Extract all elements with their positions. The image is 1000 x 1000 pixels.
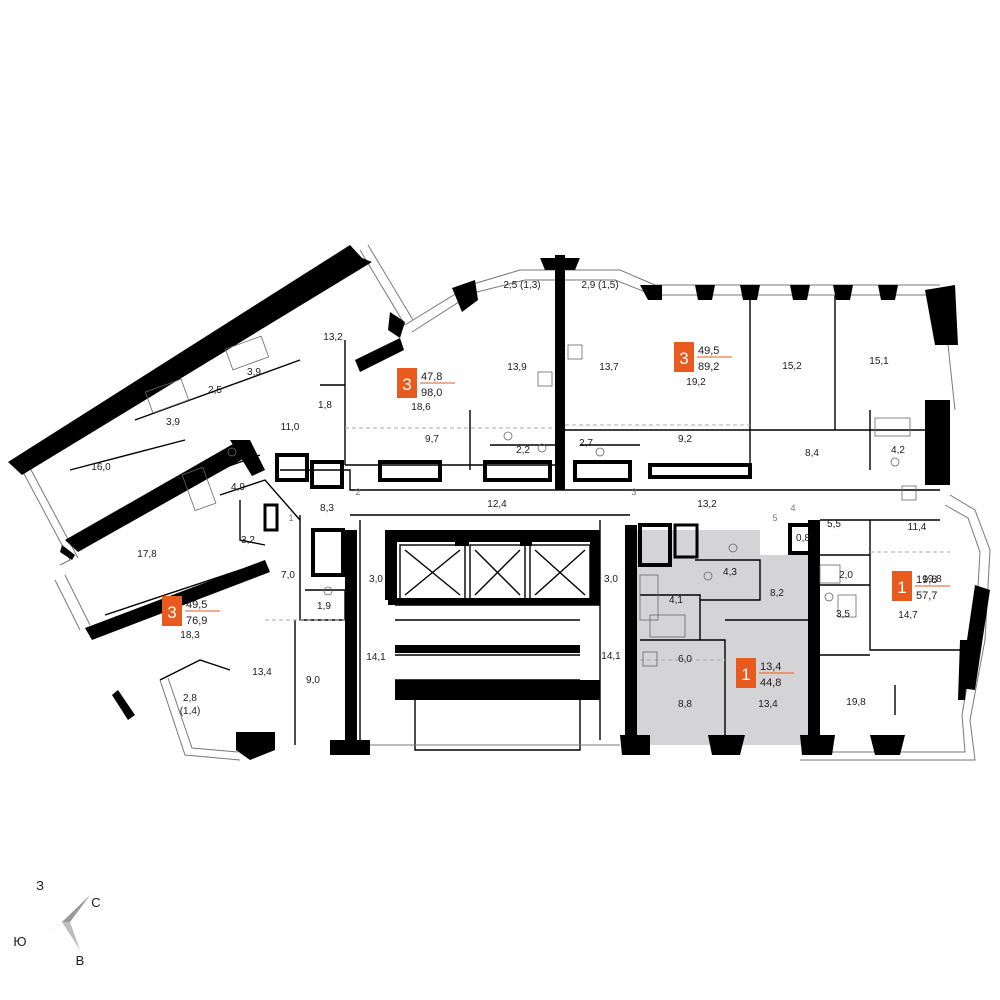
left-wing-wall-upper-right — [355, 338, 404, 372]
room-area: 13,4 — [758, 699, 778, 710]
compass-label-top: З — [36, 878, 44, 893]
room-area: 14,1 — [366, 652, 386, 663]
room-area: 16,0 — [91, 462, 111, 473]
highlighted-apartment-fill — [635, 530, 808, 745]
room-area: 4,2 — [891, 445, 905, 456]
room-area: 3,9 — [247, 367, 261, 378]
room-area: 3,0 — [369, 574, 383, 585]
apartment-badge-left[interactable]: 3 49,5 76,9 — [162, 596, 220, 627]
door-number: 5 — [772, 513, 777, 523]
room-area: 13,2 — [323, 332, 343, 343]
room-area: 11,0 — [281, 422, 300, 433]
room-area: 9,2 — [678, 434, 692, 445]
highlighted-apartment-shading — [635, 530, 808, 745]
compass: З С В Ю — [13, 878, 100, 968]
room-area: 13,9 — [507, 362, 527, 373]
room-count: 1 — [741, 665, 750, 684]
room-count-box — [892, 571, 912, 601]
room-area: 17,8 — [137, 549, 157, 560]
room-area: 2,0 — [839, 570, 853, 581]
room-area: 15,2 — [782, 361, 802, 372]
living-area: 13,4 — [760, 661, 781, 673]
room-area: 5,5 — [827, 519, 841, 530]
room-count: 3 — [679, 349, 688, 368]
door-numbers: 1 2 3 4 5 — [288, 487, 795, 523]
room-area: 0,8 — [796, 533, 810, 544]
room-area: 6,0 — [678, 654, 692, 665]
room-area: 4,3 — [723, 567, 737, 578]
room-count: 3 — [402, 375, 411, 394]
room-area: 1,8 — [318, 400, 332, 411]
room-count-box — [162, 596, 182, 626]
door-number: 2 — [355, 487, 360, 497]
room-count-box — [397, 368, 417, 398]
room-area: 2,7 — [579, 438, 593, 449]
room-count-box — [736, 658, 756, 688]
total-area: 98,0 — [421, 387, 442, 399]
compass-label-left: Ю — [13, 934, 26, 949]
room-area: 18,6 — [411, 402, 431, 413]
left-wing-mid-wall — [65, 440, 250, 552]
door-number: 3 — [631, 487, 636, 497]
right-corner-column — [925, 285, 958, 345]
left-wing-outer-wall — [8, 245, 372, 475]
room-area: 4,9 — [231, 482, 245, 493]
apartment-badge-top-right[interactable]: 3 49,5 89,2 — [674, 342, 732, 373]
room-area: 3,5 — [836, 609, 850, 620]
room-area: 7,0 — [281, 570, 295, 581]
compass-label-bottom: В — [76, 953, 85, 968]
structural-walls — [8, 245, 990, 760]
room-area: 1,9 — [317, 601, 331, 612]
living-area: 49,5 — [698, 345, 719, 357]
room-area: 13,7 — [599, 362, 619, 373]
total-area: 89,2 — [698, 361, 719, 373]
room-area: 2,5 — [208, 385, 222, 396]
apartment-badge-top-left[interactable]: 3 47,8 98,0 — [397, 368, 455, 399]
room-area: 14,1 — [601, 651, 621, 662]
living-area: 19,8 — [916, 574, 937, 586]
room-area: 8,4 — [805, 448, 819, 459]
room-area: 15,1 — [869, 356, 889, 367]
room-area: 2,5 (1,3) — [503, 280, 540, 291]
zone-dividers — [265, 424, 950, 661]
room-count: 1 — [897, 578, 906, 597]
door-number: 4 — [790, 503, 795, 513]
total-area: 57,7 — [916, 590, 937, 602]
room-count-box — [674, 342, 694, 372]
room-area: 4,1 — [669, 595, 683, 606]
room-area: 3,2 — [241, 535, 255, 546]
room-area: 2,2 — [516, 445, 530, 456]
total-area: 44,8 — [760, 677, 781, 689]
room-area: 3,9 — [166, 417, 180, 428]
room-area: 9,0 — [306, 675, 320, 686]
living-area: 49,5 — [186, 599, 207, 611]
room-area: 8,8 — [678, 699, 692, 710]
room-area: 14,7 — [898, 610, 918, 621]
room-area: 19,8 — [846, 697, 866, 708]
room-area: 9,7 — [425, 434, 439, 445]
room-area: 13,4 — [252, 667, 272, 678]
room-area: 2,8 — [183, 693, 197, 704]
door-number: 1 — [288, 513, 293, 523]
room-area: (1,4) — [180, 706, 201, 717]
compass-label-right: С — [91, 895, 100, 910]
sanitary-fixtures — [144, 335, 917, 667]
room-area: 19,2 — [686, 377, 706, 388]
room-area: 12,4 — [487, 499, 507, 510]
living-area: 47,8 — [421, 371, 442, 383]
room-area: 13,2 — [697, 499, 717, 510]
room-area: 11,4 — [908, 522, 927, 533]
room-area: 3,0 — [604, 574, 618, 585]
room-area: 2,9 (1,5) — [581, 280, 618, 291]
room-area: 19,8 — [922, 574, 942, 585]
total-area: 76,9 — [186, 615, 207, 627]
room-count: 3 — [167, 603, 176, 622]
room-area-labels: 13,2 3,9 2,5 3,9 1,8 11,0 16,0 4,9 8,3 3… — [91, 280, 942, 717]
room-area: 8,2 — [770, 588, 784, 599]
apartment-badge-center[interactable]: 1 13,4 44,8 — [736, 658, 794, 689]
room-area: 8,3 — [320, 503, 334, 514]
room-area: 18,3 — [180, 630, 200, 641]
apartment-badge-right[interactable]: 1 19,8 57,7 — [892, 571, 950, 602]
